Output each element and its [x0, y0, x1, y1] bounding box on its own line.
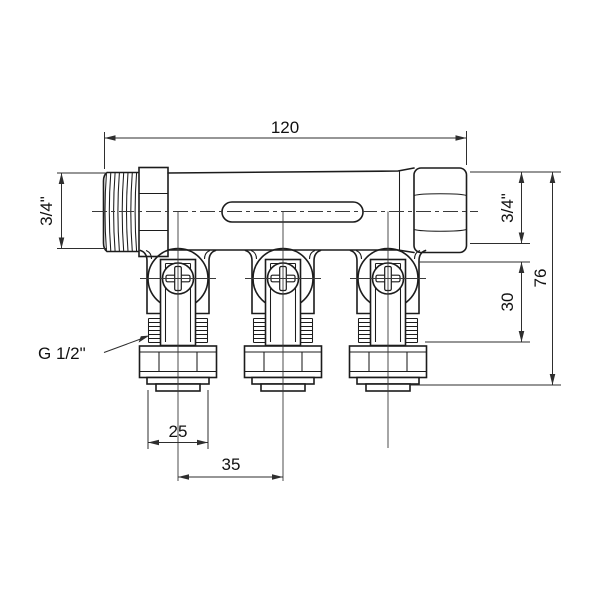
- dim-inlet-thread-label: 3/4": [37, 196, 56, 226]
- manifold-body: [102, 166, 468, 392]
- dimension-overall-height: 76: [410, 172, 561, 386]
- body-tube: [167, 167, 415, 254]
- dim-outlet-spacing-label: 35: [222, 455, 241, 474]
- dim-union-thread-label: 3/4": [498, 193, 517, 223]
- dim-overall-width-label: 120: [271, 118, 299, 137]
- dimension-outlet-drop: 30: [419, 261, 530, 343]
- hex-flange: [138, 166, 169, 258]
- dimension-overall-width: 120: [104, 118, 467, 169]
- dimension-outlet-nut-width: 25: [147, 390, 209, 449]
- union-nut: [413, 167, 468, 254]
- dim-overall-height-label: 76: [531, 269, 550, 288]
- inlet-male-thread: [102, 171, 139, 253]
- dim-outlet-nut-width-label: 25: [169, 422, 188, 441]
- body-slot: [221, 201, 364, 223]
- dimension-inlet-thread: 3/4": [37, 172, 107, 249]
- dimension-outlet-spacing: 35: [178, 455, 283, 480]
- dim-outlet-drop-label: 30: [498, 293, 517, 312]
- centerlines: [92, 211, 478, 481]
- callout-outlet-thread: G 1/2": [38, 335, 150, 363]
- callout-outlet-thread-label: G 1/2": [38, 344, 86, 363]
- dimension-union-thread: 3/4": [470, 171, 561, 244]
